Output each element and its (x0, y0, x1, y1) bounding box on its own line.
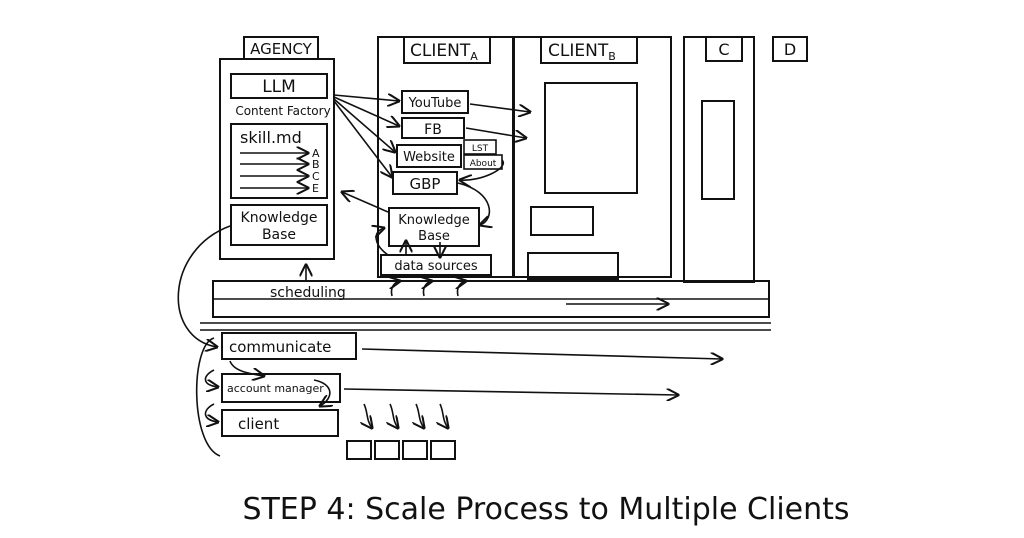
ds-input-arrow-1 (391, 281, 400, 297)
website-tag-lst-box (463, 139, 497, 155)
scheduling-bar: scheduling (200, 265, 771, 331)
client-c-column: C (683, 36, 755, 283)
client-a-header-label: CLIENTA (410, 41, 478, 63)
data-sources-label: data sources (394, 259, 478, 274)
process-flow: communicate account manager client (177, 225, 722, 460)
deliverable-box (402, 440, 428, 460)
client-a-column: CLIENTA YouTube FB Website LST About GBP… (376, 36, 515, 297)
client-b-column: CLIENTB (512, 36, 672, 280)
deliverable-box (346, 440, 372, 460)
ds-input-arrow-2 (423, 281, 432, 297)
website-to-gbp-arrow (460, 159, 505, 180)
kb-to-agency-arrow (342, 192, 389, 213)
client-c-slot (701, 100, 735, 200)
website-tag-about-box (463, 154, 503, 170)
step-caption: STEP 4: Scale Process to Multiple Client… (242, 492, 849, 527)
client-a-sub: A (470, 50, 478, 63)
client-d-header-box (772, 36, 808, 62)
client-a-main: CLIENT (410, 41, 471, 61)
account-manager-label: account manager (227, 382, 324, 395)
process-bracket (195, 337, 221, 457)
client-box (221, 409, 339, 437)
gbp-kb-arrow (457, 182, 489, 225)
client-label: client (238, 415, 279, 433)
account-manager-arrow (343, 388, 678, 395)
deliverable-arrow-1 (364, 403, 372, 428)
client-b-slot-small (530, 206, 594, 236)
agency-kb-line2: Base (262, 227, 296, 243)
fb-to-client-b-arrow (465, 127, 526, 138)
client-d-header-label: D (784, 40, 796, 59)
scheduling-label: scheduling (270, 285, 346, 301)
communicate-box (221, 332, 357, 360)
ds-to-kb-left-arrow (376, 228, 389, 256)
skill-item-a: A (312, 147, 320, 160)
client-b-slot-large (544, 82, 638, 194)
llm-to-fb-arrow (333, 96, 399, 126)
am-to-client-arrow (313, 379, 330, 406)
communicate-to-am-arrow (229, 360, 264, 376)
kb-to-communicate-arrow (177, 225, 231, 347)
channel-website-label: Website (403, 150, 455, 165)
communicate-arrow (361, 348, 722, 359)
llm-to-youtube-arrow (333, 95, 399, 101)
agency-knowledge-base-box (230, 204, 328, 246)
channel-fb-label: FB (424, 122, 442, 138)
loop-arrow-1 (204, 369, 218, 387)
distribution-arrows (333, 95, 530, 213)
client-c-panel (683, 36, 755, 283)
client-b-sub: B (608, 50, 616, 63)
channel-youtube-label: YouTube (408, 96, 462, 111)
client-b-panel (512, 36, 672, 278)
client-d-column: D (772, 36, 808, 62)
website-tag-lst: LST (472, 144, 489, 154)
client-b-header-label: CLIENTB (548, 41, 616, 63)
skill-label: skill.md (240, 128, 302, 147)
deliverable-box (430, 440, 456, 460)
client-b-main: CLIENT (548, 41, 609, 61)
content-factory-label: Content Factory (235, 104, 330, 118)
ds-input-arrow-3 (457, 281, 466, 297)
skill-box (230, 123, 328, 199)
channel-gbp-label: GBP (410, 175, 441, 193)
deliverable-arrow-3 (416, 403, 424, 428)
client-b-slot-bottom (527, 252, 619, 280)
llm-to-gbp-arrow (333, 100, 392, 177)
skill-item-e: E (312, 182, 319, 195)
channel-website-box (396, 144, 462, 168)
deliverables (346, 440, 456, 460)
agency-header-label: AGENCY (250, 40, 313, 58)
skill-item-c: C (312, 170, 320, 183)
client-a-kb-line2: Base (418, 229, 450, 244)
client-c-header-label: C (718, 40, 729, 59)
loop-arrow-2 (204, 403, 218, 422)
llm-to-website-arrow (333, 98, 395, 152)
deliverable-box (374, 440, 400, 460)
channel-youtube-box (401, 90, 469, 114)
agency-kb-line1: Knowledge (241, 210, 318, 226)
website-tag-about: About (470, 159, 497, 169)
agency-column: AGENCY LLM Content Factory skill.md A B … (219, 36, 335, 260)
deliverable-arrow-4 (440, 403, 448, 428)
account-manager-box (221, 373, 341, 403)
deliverable-arrow-2 (390, 403, 398, 428)
llm-box (230, 73, 328, 99)
skill-item-b: B (312, 158, 320, 171)
agency-panel (219, 58, 335, 260)
client-a-kb-line1: Knowledge (398, 213, 469, 228)
communicate-label: communicate (229, 338, 331, 356)
youtube-to-client-b-arrow (469, 103, 530, 112)
llm-label: LLM (262, 77, 296, 97)
channel-gbp-box (392, 171, 458, 195)
